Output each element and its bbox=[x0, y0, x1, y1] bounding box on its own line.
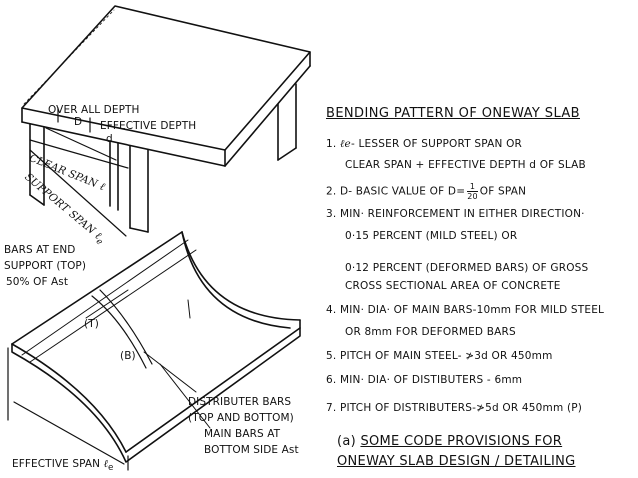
label-bars-end-2: SUPPORT (TOP) bbox=[4, 260, 87, 272]
item-2-suffix: OF SPAN bbox=[479, 185, 527, 198]
item-3-line-4: CROSS SECTIONAL AREA OF CONCRETE bbox=[345, 280, 561, 292]
item-1-line-1: 1. ℓe- LESSER OF SUPPORT SPAN OR bbox=[326, 138, 522, 150]
item-1-line-2: CLEAR SPAN + EFFECTIVE DEPTH d OF SLAB bbox=[345, 159, 586, 171]
caption-line-1: (a) SOME CODE PROVISIONS FOR bbox=[337, 434, 562, 449]
label-effective-depth: EFFECTIVE DEPTH bbox=[100, 120, 197, 132]
item-7: 7. PITCH OF DISTRIBUTERS-≯5d OR 450mm (P… bbox=[326, 402, 583, 414]
item-4-line-1: 4. MIN· DIA· OF MAIN BARS-10mm FOR MILD … bbox=[326, 304, 605, 316]
item-1-symbol: ℓe bbox=[339, 138, 351, 150]
effective-span-subscript: e bbox=[108, 463, 114, 474]
label-distributer-2: (TOP AND BOTTOM) bbox=[188, 412, 294, 424]
item-3-line-3: 0·12 PERCENT (DEFORMED BARS) OF GROSS bbox=[345, 262, 589, 274]
label-overall-depth: OVER ALL DEPTH bbox=[48, 104, 140, 116]
label-d-small: d bbox=[106, 133, 113, 145]
curved-slab bbox=[11, 231, 301, 463]
slab-legs bbox=[29, 83, 297, 233]
effective-span-text: EFFECTIVE SPAN bbox=[12, 458, 101, 470]
item-2-prefix: 2. D- BASIC VALUE OF D= bbox=[326, 185, 466, 198]
item-4-line-2: OR 8mm FOR DEFORMED BARS bbox=[345, 326, 516, 338]
marker-bottom: (B) bbox=[120, 350, 136, 362]
label-bars-end-3: 50% OF Ast bbox=[6, 276, 69, 288]
caption-prefix: (a) bbox=[337, 434, 361, 449]
item-2-fraction-den: 20 bbox=[467, 192, 478, 201]
label-d-big: D bbox=[74, 116, 83, 128]
item-3-line-1: 3. MIN· REINFORCEMENT IN EITHER DIRECTIO… bbox=[326, 208, 585, 220]
leader-lines bbox=[85, 289, 211, 429]
item-6: 6. MIN· DIA· OF DISTIBUTERS - 6mm bbox=[326, 374, 523, 386]
caption-text-1: SOME CODE PROVISIONS FOR bbox=[360, 434, 563, 449]
slab-thickness-edges bbox=[21, 51, 311, 167]
item-1-number: 1. bbox=[326, 138, 337, 150]
effective-span-symbol: ℓ bbox=[103, 458, 109, 470]
label-main-bars-2: BOTTOM SIDE Ast bbox=[204, 444, 299, 456]
marker-top: (T) bbox=[84, 318, 99, 330]
span-dimension-lines bbox=[29, 107, 129, 237]
item-1-text: - LESSER OF SUPPORT SPAN OR bbox=[350, 138, 523, 150]
item-3-line-2: 0·15 PERCENT (MILD STEEL) OR bbox=[345, 230, 518, 242]
caption-line-2: ONEWAY SLAB DESIGN / DETAILING bbox=[337, 454, 576, 469]
label-effective-span: EFFECTIVE SPAN ℓe bbox=[12, 458, 114, 473]
label-main-bars-1: MAIN BARS AT bbox=[204, 428, 281, 440]
item-2-fraction-num: 1 bbox=[467, 182, 478, 192]
label-distributer-1: DISTRIBUTER BARS bbox=[188, 396, 292, 408]
item-5: 5. PITCH OF MAIN STEEL- ≯3d OR 450mm bbox=[326, 350, 553, 362]
page-title: BENDING PATTERN OF ONEWAY SLAB bbox=[326, 106, 580, 121]
label-bars-end-1: BARS AT END bbox=[4, 244, 76, 256]
effective-span-dimension bbox=[7, 347, 129, 471]
